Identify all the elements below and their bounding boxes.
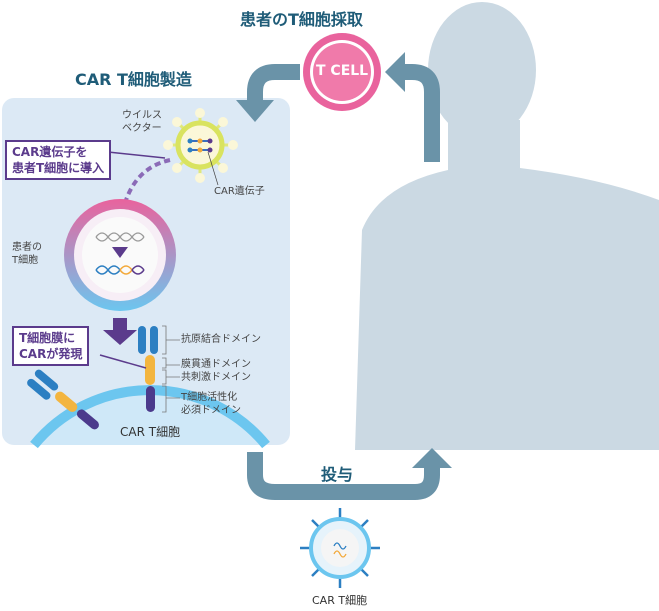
car-tcell-box-label: CAR T細胞: [120, 425, 181, 439]
arrow-up-icon: [412, 448, 452, 468]
patient-tcell-label: 患者の T細胞: [12, 241, 42, 267]
activation-label-line: 必須ドメイン: [181, 405, 241, 416]
car-gene-label: CAR遺伝子: [214, 186, 265, 197]
manufacturing-title: CAR T細胞製造: [75, 70, 192, 89]
viral-vector-label-line: ベクター: [122, 123, 162, 134]
expression-callout: T細胞膜に CARが発現: [12, 326, 90, 366]
callout-line: T細胞膜に: [19, 331, 76, 345]
administration-title: 投与: [321, 465, 354, 484]
callout-line: 患者T細胞に導入: [12, 161, 105, 175]
antigen-binding-label: 抗原結合ドメイン: [181, 334, 261, 345]
patient-tcell-label-line: T細胞: [12, 255, 39, 266]
car-tcell-bottom-label: CAR T細胞: [312, 594, 368, 607]
arrow-down-icon: [236, 100, 274, 122]
collection-title: 患者のT細胞採取: [240, 10, 363, 29]
activation-label-line: T細胞活性化: [181, 392, 238, 403]
viral-vector-icon: [163, 108, 238, 186]
patient-silhouette: [355, 2, 659, 450]
process-arrows: [247, 64, 440, 500]
car-tcell-bottom-icon: [300, 508, 380, 588]
gene-transfer-callout: CAR遺伝子を 患者T細胞に導入: [5, 140, 112, 180]
viral-vector-label-line: ウイルス: [122, 110, 162, 121]
activation-label: T細胞活性化 必須ドメイン: [181, 391, 241, 417]
callout-line: CARが発現: [19, 347, 83, 361]
arrow-left-icon: [385, 52, 405, 92]
costimulatory-label: 共刺激ドメイン: [181, 372, 251, 383]
callout-line: CAR遺伝子を: [12, 145, 88, 159]
viral-vector-label: ウイルス ベクター: [122, 109, 162, 135]
patient-tcell-icon: [64, 199, 176, 311]
transmembrane-label: 膜貫通ドメイン: [181, 359, 251, 370]
car-receptor-tilted-icon: [27, 369, 99, 430]
transform-arrow-icon: [103, 318, 137, 345]
tcell-badge: T CELL: [316, 63, 369, 79]
car-receptor-icon: [138, 325, 180, 413]
patient-tcell-label-line: 患者の: [12, 242, 42, 253]
